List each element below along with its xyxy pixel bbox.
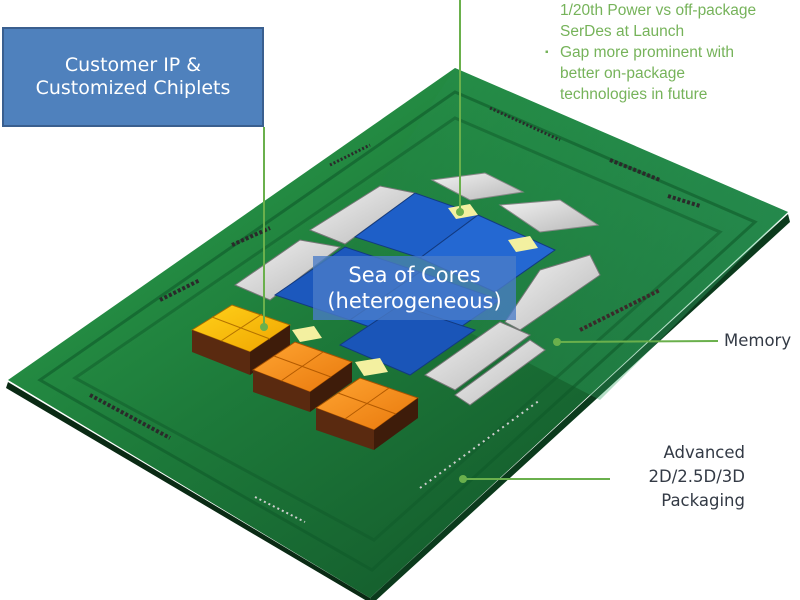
- chiplet-stack-3: [314, 377, 420, 450]
- sea-of-cores-line1: Sea of Cores: [348, 263, 481, 287]
- chiplet-stack-2: [251, 341, 354, 412]
- interconnect-notes: 1/20th Power vs off-package SerDes at La…: [545, 0, 800, 105]
- sea-of-cores-line2: (heterogeneous): [327, 289, 502, 313]
- note-bullet2-line1: Gap more prominent with: [560, 44, 735, 61]
- sea-of-cores-label: Sea of Cores (heterogeneous): [313, 256, 516, 320]
- packaging-line1: Advanced: [663, 443, 745, 462]
- note-bullet2-line2: better on-package: [560, 65, 685, 82]
- bullet-icon: ▪: [545, 47, 549, 58]
- customer-ip-line2: Customized Chiplets: [35, 77, 231, 99]
- packaging-line3: Packaging: [661, 491, 745, 510]
- leader-line-memory: [556, 340, 719, 343]
- customer-ip-callout: Customer IP & Customized Chiplets: [2, 27, 264, 127]
- memory-label: Memory: [724, 331, 792, 350]
- packaging-line2: 2D/2.5D/3D: [648, 467, 745, 486]
- note-line-2: SerDes at Launch: [560, 23, 685, 40]
- note-bullet2-line3: technologies in future: [560, 86, 708, 103]
- chiplet-stack-1: [190, 304, 292, 375]
- note-line-1: 1/20th Power vs off-package: [560, 2, 757, 19]
- packaging-label: Advanced 2D/2.5D/3D Packaging: [590, 441, 745, 513]
- customer-ip-line1: Customer IP &: [64, 54, 202, 76]
